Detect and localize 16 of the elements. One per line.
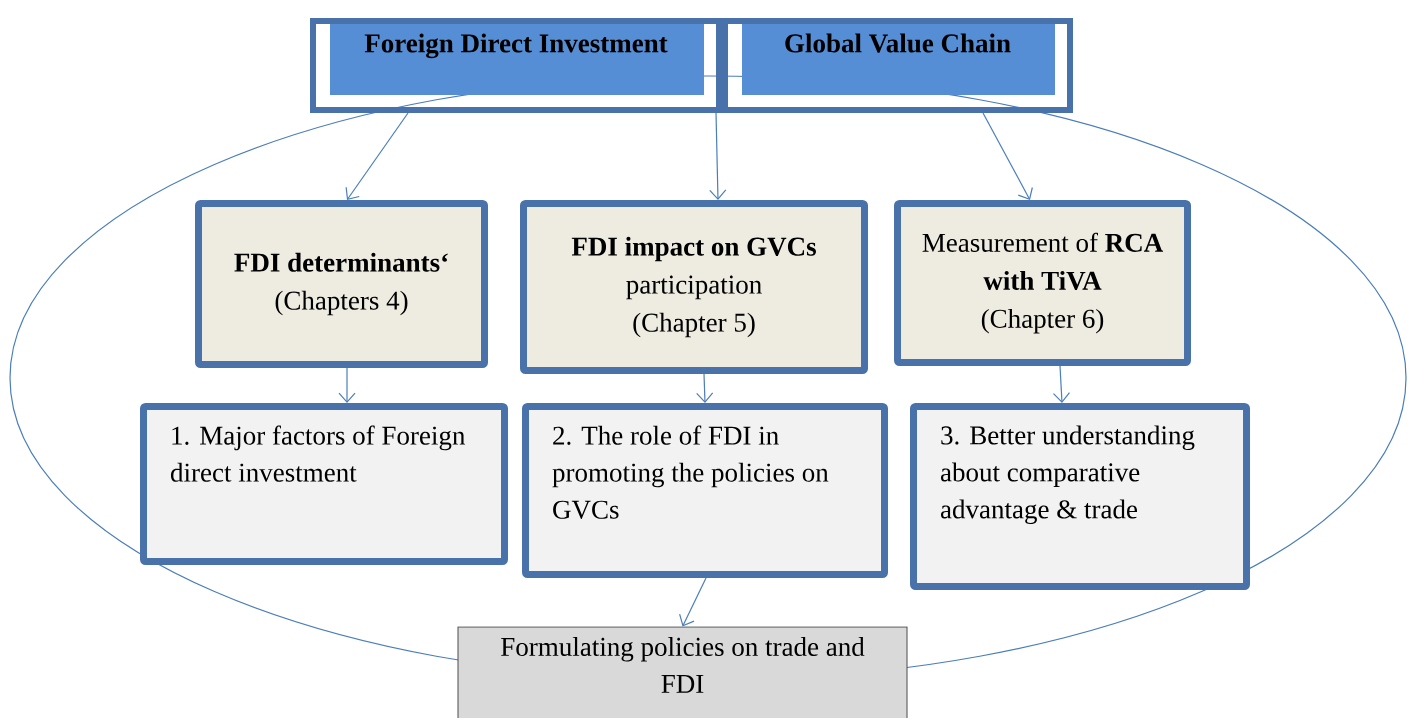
- chapter-box: FDI impact on GVCs participation (Chapter 5): [520, 200, 868, 374]
- arrow: [982, 112, 1033, 200]
- outcome-box: 2. The role of FDI in promoting the policies on GVCs: [522, 403, 888, 578]
- arrow: [709, 112, 727, 200]
- arrow: [1052, 365, 1071, 403]
- arrow: [338, 367, 356, 403]
- title-box: Foreign Direct Investment: [310, 18, 722, 113]
- conclusion-box: Formulating policies on trade and FDI: [457, 626, 908, 718]
- outcome-box: 1. Major factors of Foreign direct investment: [140, 403, 508, 565]
- arrow: [679, 577, 707, 627]
- arrow: [696, 373, 714, 403]
- chapter-box: Measurement of RCA with TiVA (Chapter 6): [894, 200, 1191, 366]
- title-box: Global Value Chain: [722, 18, 1073, 113]
- chapter-box: FDI determinants‘ (Chapters 4): [195, 200, 488, 368]
- arrow: [345, 112, 409, 200]
- outcome-box: 3. Better understanding about comparative advantage & trade: [910, 403, 1250, 590]
